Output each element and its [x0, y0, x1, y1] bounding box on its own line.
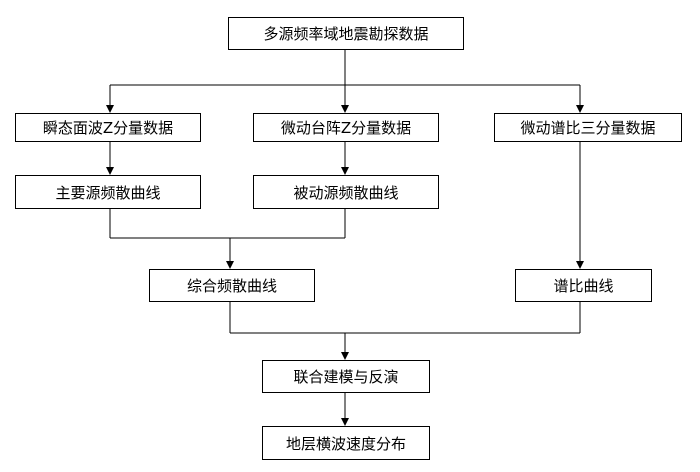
node-transient-z: 瞬态面波Z分量数据 [15, 113, 201, 142]
node-label: 微动谱比三分量数据 [520, 119, 656, 137]
node-micro-array-z: 微动台阵Z分量数据 [253, 113, 439, 142]
node-label: 谱比曲线 [553, 277, 614, 295]
node-label: 微动台阵Z分量数据 [280, 119, 412, 137]
node-joint-inversion: 联合建模与反演 [262, 360, 430, 393]
node-label: 主要源频散曲线 [55, 183, 161, 202]
arrow-head [576, 105, 584, 113]
node-label: 综合频散曲线 [186, 277, 277, 295]
arrow-head [106, 105, 114, 113]
arrow-head [341, 105, 349, 113]
node-active-dispersion: 主要源频散曲线 [15, 175, 201, 209]
node-label: 多源频率域地震勘探数据 [263, 25, 429, 43]
node-label: 瞬态面波Z分量数据 [42, 119, 174, 137]
arrow-head [576, 261, 584, 269]
arrow-head [341, 167, 349, 175]
node-label: 地层横波速度分布 [285, 434, 406, 453]
node-label: 联合建模与反演 [293, 368, 399, 386]
node-passive-dispersion: 被动源频散曲线 [253, 175, 439, 209]
node-spectral-ratio-curve: 谱比曲线 [515, 269, 652, 302]
node-combined-dispersion: 综合频散曲线 [149, 269, 315, 302]
arrow-head [341, 418, 349, 426]
node-micro-hv: 微动谱比三分量数据 [494, 113, 682, 142]
arrow-head [226, 261, 234, 269]
node-source-data: 多源频率域地震勘探数据 [228, 17, 464, 50]
node-vs-distribution: 地层横波速度分布 [262, 426, 430, 460]
arrow-head [341, 352, 349, 360]
arrow-head [106, 167, 114, 175]
node-label: 被动源频散曲线 [293, 183, 399, 202]
